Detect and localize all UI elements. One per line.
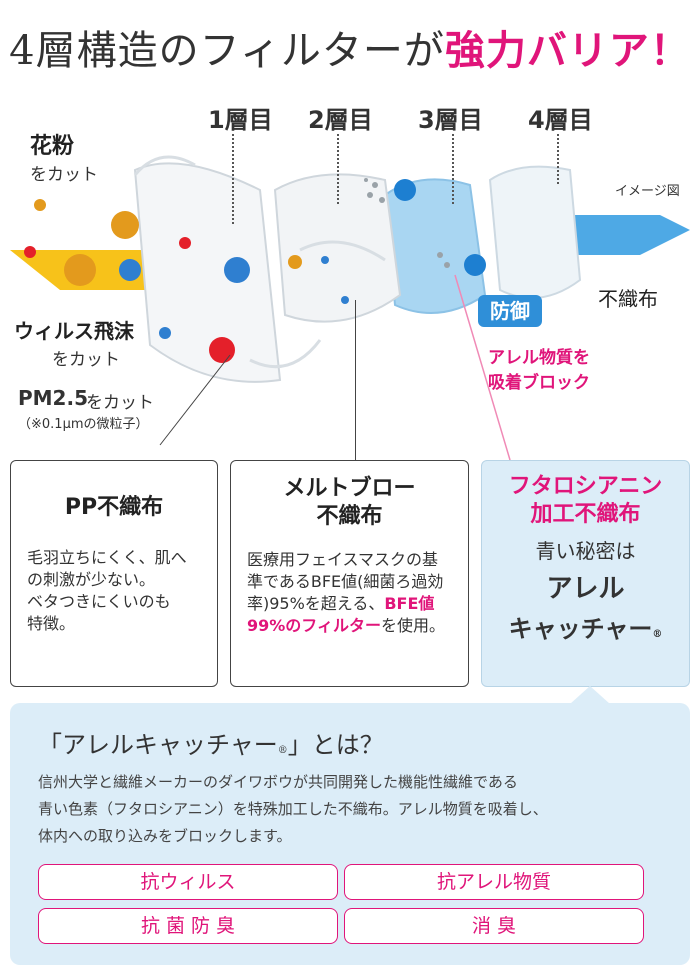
headline-part2: 強力バリア！ (444, 27, 691, 74)
virus-sub: をカット (52, 350, 120, 370)
mask-layer-4 (488, 165, 582, 299)
box-phthalocyanine: フタロシアニン 加工不織布 青い秘密は アレル キャッチャー® (481, 460, 690, 687)
info-heading-open: 「アレルキャッチャー (38, 731, 278, 759)
pill-antibacterial-deodorant: 抗 菌 防 臭 (38, 908, 338, 944)
box3-line3: キャッチャー® (482, 609, 689, 644)
layer-pointer-4 (557, 134, 559, 184)
box-meltblown: メルトブロー 不織布 医療用フェイスマスクの基準であるBFE値(細菌ろ過効率)9… (230, 460, 469, 687)
mask-illustration (10, 155, 690, 460)
layer-label-2: 2層目 (308, 106, 373, 134)
info-heading-mark: ® (277, 745, 288, 756)
box1-title: PP不織布 (64, 495, 164, 520)
box2-body-end: を使用。 (380, 616, 445, 635)
virus-particles (119, 256, 349, 339)
pill-anti-virus: 抗ウィルス (38, 864, 338, 900)
bubble-notch (570, 686, 610, 704)
info-heading: 「アレルキャッチャー®」とは？ (38, 725, 384, 760)
pm-cut: をカット (86, 393, 154, 413)
allergen-dots (364, 178, 450, 268)
image-note: イメージ図 (615, 184, 680, 199)
headline: 4層構造のフィルターが強力バリア！ (0, 18, 700, 76)
box1-line: 特徴。 (27, 614, 76, 633)
box3-title-line2: 加工不織布 (530, 502, 641, 527)
box1-body: 毛羽立ちにくく、肌へ の刺激が少ない。 ベタつきにくいのも 特徴。 (27, 547, 217, 635)
box1-line: ベタつきにくいのも (27, 592, 171, 611)
box3-mark: ® (652, 629, 663, 640)
allergen-line1: アレル物質を (488, 348, 590, 368)
pill-deodorant: 消 臭 (344, 908, 644, 944)
box3-title: フタロシアニン 加工不織布 (482, 473, 689, 529)
box2-title-line1: メルトブロー (283, 476, 416, 501)
layer-label-4: 4層目 (528, 106, 593, 134)
airflow-blue-arrow (560, 215, 690, 255)
box2-body: 医療用フェイスマスクの基準であるBFE値(細菌ろ過効率)95%を超える、BFE値… (247, 549, 454, 637)
nonwoven-label: 不織布 (598, 287, 658, 311)
pm-note: （※0.1μmの微粒子） (18, 417, 149, 432)
allergen-line2: 吸着ブロック (488, 373, 590, 393)
box2-title-line2: 不織布 (316, 504, 383, 529)
box2-body-text: 医療用フェイスマスクの基準であるBFE値(細菌ろ過効率)95%を超える、 (247, 550, 444, 613)
pill-anti-allergen: 抗アレル物質 (344, 864, 644, 900)
box3-catcher: キャッチャー (508, 614, 653, 643)
box3-line1: 青い秘密は (535, 539, 636, 563)
pp-pointer-line (159, 354, 231, 446)
layer-label-1: 1層目 (208, 106, 273, 134)
meltblown-pointer-line (355, 300, 356, 460)
defense-badge: 防御 (478, 295, 542, 327)
layer-label-3: 3層目 (418, 106, 483, 134)
virus-title: ウィルス飛沫 (14, 315, 134, 344)
defense-pointer-line (454, 274, 511, 460)
layer-pointer-2 (337, 134, 339, 204)
pollen-sub: をカット (30, 165, 98, 185)
mask-layer-2 (273, 173, 402, 323)
layer-pointer-3 (452, 134, 454, 204)
box3-title-line1: フタロシアニン (508, 474, 663, 499)
info-panel: 「アレルキャッチャー®」とは？ 信州大学と繊維メーカーのダイワボウが共同開発した… (10, 703, 690, 965)
mask-layer-1 (133, 155, 322, 383)
info-body: 信州大学と繊維メーカーのダイワボウが共同開発した機能性繊維である 青い色素（フタ… (38, 769, 548, 850)
box2-title: メルトブロー 不織布 (231, 475, 468, 531)
layer-pointer-1 (232, 134, 234, 224)
headline-part1: 4層構造のフィルターが (9, 28, 445, 74)
info-body-line: 青い色素（フタロシアニン）を特殊加工した不織布。アレル物質を吸着し、 (38, 800, 548, 818)
info-body-line: 信州大学と繊維メーカーのダイワボウが共同開発した機能性繊維である (38, 773, 518, 791)
pollen-title: 花粉 (30, 134, 75, 159)
box1-line: の刺激が少ない。 (27, 570, 156, 589)
info-heading-close: 」とは？ (287, 731, 384, 759)
info-body-line: 体内への取り込みをブロックします。 (38, 827, 292, 845)
pollen-particles (34, 199, 302, 286)
allergen-catcher-icons (394, 179, 486, 276)
box3-line2: アレル (546, 574, 625, 604)
box-pp-nonwoven: PP不織布 毛羽立ちにくく、肌へ の刺激が少ない。 ベタつきにくいのも 特徴。 (10, 460, 218, 687)
pm-title: PM2.5 (18, 386, 88, 410)
box1-line: 毛羽立ちにくく、肌へ (27, 548, 187, 567)
box2-highlight: BFE値99%のフィルター (247, 594, 435, 635)
